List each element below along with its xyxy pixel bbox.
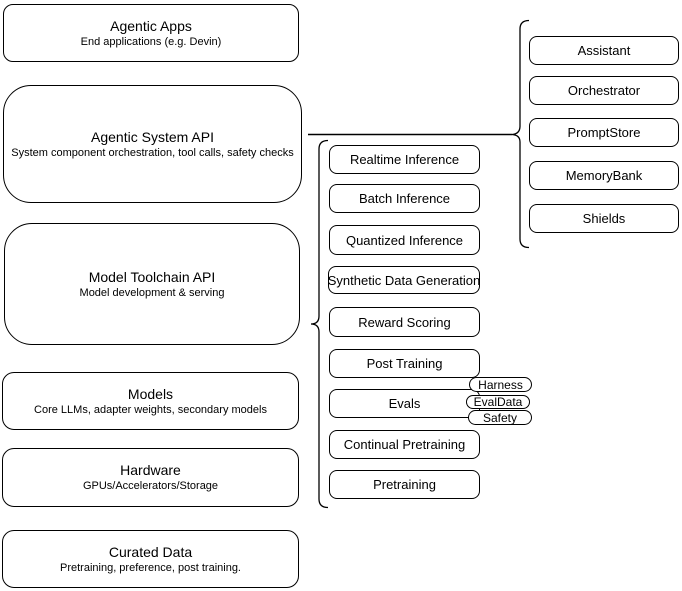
node-promptstore: PromptStore — [529, 118, 679, 147]
pill-safety: Safety — [468, 410, 532, 425]
node-label: Batch Inference — [358, 191, 451, 206]
node-label: Synthetic Data Generation — [327, 272, 481, 288]
node-subtitle: End applications (e.g. Devin) — [80, 35, 222, 48]
node-label: Assistant — [577, 43, 631, 58]
node-subtitle: GPUs/Accelerators/Storage — [82, 480, 219, 492]
node-label: Evals — [388, 396, 421, 411]
node-subtitle: Pretraining, preference, post training. — [60, 561, 241, 574]
node-orchestrator: Orchestrator — [529, 76, 679, 105]
node-continual-pretraining: Continual Pretraining — [329, 430, 480, 459]
node-models: Models Core LLMs, adapter weights, secon… — [2, 372, 299, 430]
node-title: Curated Data — [108, 543, 193, 560]
node-label: Reward Scoring — [358, 314, 451, 330]
node-title: Agentic Apps — [110, 17, 192, 34]
node-title: Models — [127, 385, 174, 402]
node-label: Realtime Inference — [349, 152, 460, 167]
node-label: MemoryBank — [565, 168, 643, 183]
node-pretraining: Pretraining — [329, 470, 480, 499]
node-label: PromptStore — [567, 125, 641, 140]
node-agentic-system-api: Agentic System API System component orch… — [3, 85, 302, 203]
node-subtitle: Core LLMs, adapter weights, secondary mo… — [34, 403, 267, 416]
node-quantized-inference: Quantized Inference — [329, 225, 480, 255]
node-shields: Shields — [529, 204, 679, 233]
node-agentic-apps: Agentic Apps End applications (e.g. Devi… — [3, 4, 299, 62]
node-title: Hardware — [120, 462, 181, 478]
node-synthetic-data-generation: Synthetic Data Generation — [328, 266, 480, 294]
node-label: Post Training — [366, 356, 443, 371]
node-title: Agentic System API — [91, 128, 214, 145]
node-curated-data: Curated Data Pretraining, preference, po… — [2, 530, 299, 588]
node-subtitle: System component orchestration, tool cal… — [11, 146, 294, 159]
node-model-toolchain-api: Model Toolchain API Model development & … — [4, 223, 300, 345]
node-title: Model Toolchain API — [88, 268, 216, 285]
brace-toolchain-column — [310, 139, 329, 509]
pill-harness: Harness — [469, 377, 532, 392]
node-label: Shields — [582, 211, 626, 226]
node-reward-scoring: Reward Scoring — [329, 307, 480, 337]
node-realtime-inference: Realtime Inference — [329, 145, 480, 174]
node-label: Quantized Inference — [345, 232, 464, 248]
node-memorybank: MemoryBank — [529, 161, 679, 190]
node-subtitle: Model development & serving — [79, 286, 225, 299]
node-evals: Evals — [329, 389, 480, 418]
node-label: Orchestrator — [567, 83, 641, 98]
node-label: Pretraining — [373, 477, 436, 492]
node-batch-inference: Batch Inference — [329, 184, 480, 213]
pill-evaldata: EvalData — [466, 395, 530, 409]
node-hardware: Hardware GPUs/Accelerators/Storage — [2, 448, 299, 507]
node-assistant: Assistant — [529, 36, 679, 65]
node-post-training: Post Training — [329, 349, 480, 378]
node-label: Continual Pretraining — [343, 437, 466, 452]
brace-system-components-column — [511, 19, 530, 249]
